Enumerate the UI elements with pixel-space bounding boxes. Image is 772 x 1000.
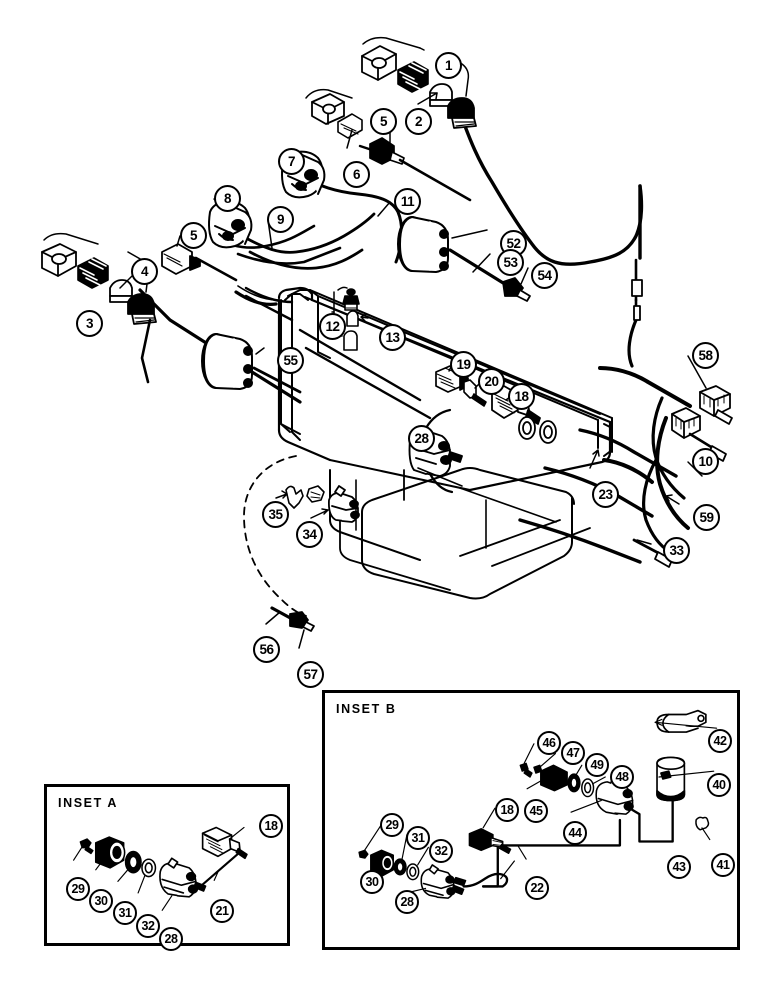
main-callout-59: 59 (693, 504, 720, 531)
main-callout-23: 23 (592, 481, 619, 508)
inset-a-callout-29: 29 (66, 877, 90, 901)
inset-b-callout-31: 31 (406, 826, 430, 850)
inset-a-callout-28: 28 (159, 927, 183, 951)
main-callout-10: 10 (692, 448, 719, 475)
main-callout-33: 33 (663, 537, 690, 564)
inset-b-callout-43: 43 (667, 855, 691, 879)
main-callout-19: 19 (450, 351, 477, 378)
inset-a-artwork (73, 826, 248, 911)
inset-b-callout-42: 42 (708, 729, 732, 753)
inset-a-callout-21: 21 (210, 899, 234, 923)
main-callout-5: 5 (180, 222, 207, 249)
inset-a-callout-30: 30 (89, 889, 113, 913)
inset-a-callout-32: 32 (136, 914, 160, 938)
main-callout-53: 53 (497, 249, 524, 276)
inset-b-callout-28: 28 (395, 890, 419, 914)
inset-b-callout-41: 41 (711, 853, 735, 877)
inset-b-callout-18: 18 (495, 798, 519, 822)
inset-b-callout-32: 32 (429, 839, 453, 863)
main-callout-11: 11 (394, 188, 421, 215)
main-callout-58: 58 (692, 342, 719, 369)
inset-b-callout-47: 47 (561, 741, 585, 765)
inset-b-panel: INSET B (322, 690, 740, 950)
main-callout-1: 1 (435, 52, 462, 79)
inset-b-callout-45: 45 (524, 799, 548, 823)
main-callout-57: 57 (297, 661, 324, 688)
main-callout-6: 6 (343, 161, 370, 188)
main-callout-34: 34 (296, 521, 323, 548)
inset-b-callout-22: 22 (525, 876, 549, 900)
main-callout-12: 12 (319, 313, 346, 340)
main-callout-13: 13 (379, 324, 406, 351)
inset-b-callout-40: 40 (707, 773, 731, 797)
inset-b-callout-48: 48 (610, 765, 634, 789)
inset-b-artwork (358, 709, 718, 899)
inset-b-callout-46: 46 (537, 731, 561, 755)
inset-b-callout-49: 49 (585, 753, 609, 777)
inset-a-title: INSET A (58, 796, 119, 810)
inset-b-callout-29: 29 (380, 813, 404, 837)
inset-a-panel: INSET A (44, 784, 290, 951)
inset-a-callout-18: 18 (259, 814, 283, 838)
inset-a-callout-31: 31 (113, 901, 137, 925)
main-callout-8: 8 (214, 185, 241, 212)
inset-b-callout-44: 44 (563, 821, 587, 845)
main-callout-5: 5 (370, 108, 397, 135)
main-callout-3: 3 (76, 310, 103, 337)
main-callout-7: 7 (278, 148, 305, 175)
inset-b-callout-30: 30 (360, 870, 384, 894)
main-callout-18: 18 (508, 383, 535, 410)
main-callout-2: 2 (405, 108, 432, 135)
main-callout-4: 4 (131, 258, 158, 285)
main-callout-54: 54 (531, 262, 558, 289)
main-callout-28: 28 (408, 425, 435, 452)
main-callout-20: 20 (478, 368, 505, 395)
main-callout-56: 56 (253, 636, 280, 663)
inset-b-title: INSET B (336, 702, 397, 716)
main-callout-55: 55 (277, 347, 304, 374)
main-callout-9: 9 (267, 206, 294, 233)
main-callout-35: 35 (262, 501, 289, 528)
